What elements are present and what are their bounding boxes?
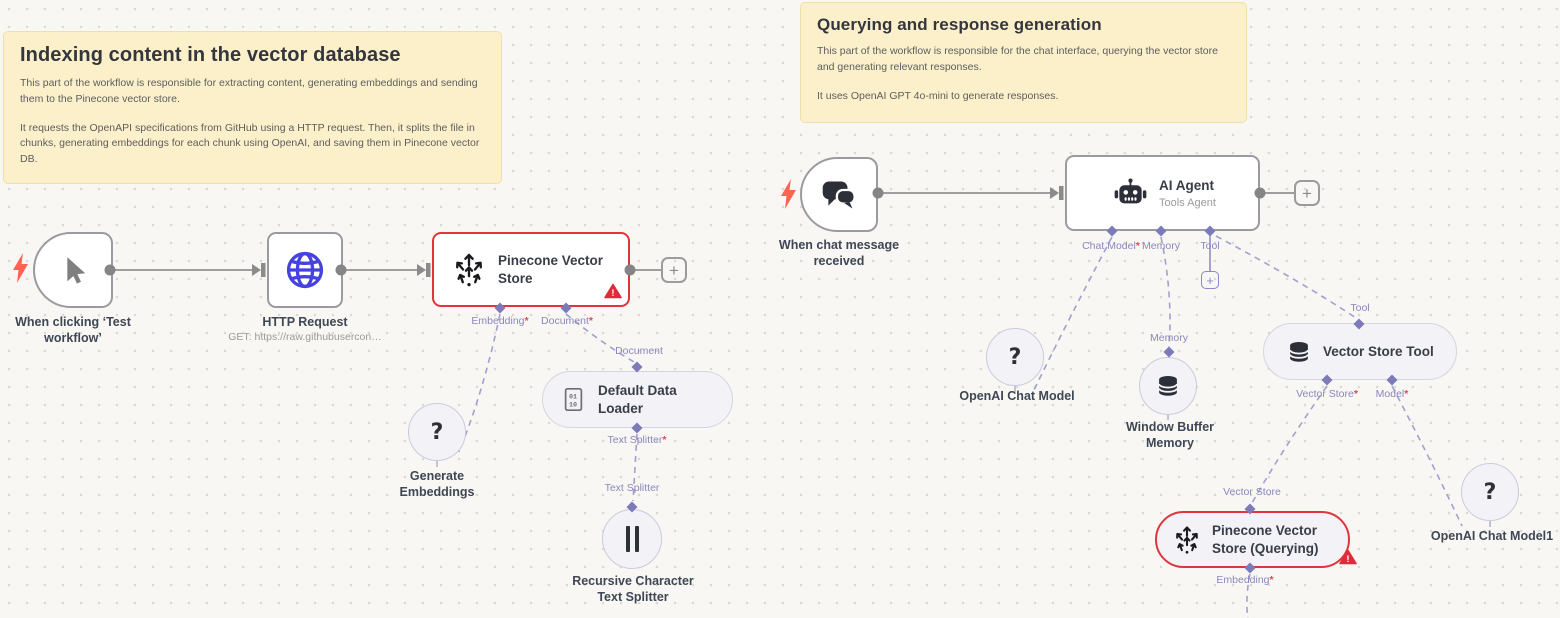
text-splitter-icon xyxy=(625,526,639,552)
input-endpoint[interactable] xyxy=(1059,186,1064,200)
node-title: Pinecone Vector Store (Querying) xyxy=(1212,522,1319,556)
node-label-window-buffer-memory: Window Buffer Memory xyxy=(1125,420,1215,451)
arrowhead-icon xyxy=(252,264,261,276)
sticky-paragraph: This part of the workflow is responsible… xyxy=(20,77,478,105)
port-label-vector-store-in: Vector Store xyxy=(1223,486,1281,498)
sticky-paragraph: It requests the OpenAPI specifications f… xyxy=(20,121,480,166)
database-icon xyxy=(1289,341,1309,362)
port-label-text-splitter: Text Splitter* xyxy=(607,434,667,446)
node-label-chat-trigger: When chat message received xyxy=(778,238,900,269)
arrowhead-icon xyxy=(1050,187,1059,199)
node-pinecone-vector-store[interactable]: Pinecone Vector Store ! xyxy=(432,232,630,307)
question-icon: ? xyxy=(1483,479,1497,505)
node-default-data-loader[interactable]: 01 10 Default Data Loader xyxy=(542,371,733,428)
node-recursive-text-splitter[interactable] xyxy=(602,509,662,569)
sticky-paragraph: This part of the workflow is responsible… xyxy=(817,45,1218,73)
port-label-memory-in: Memory xyxy=(1150,332,1188,344)
question-icon: ? xyxy=(430,419,444,445)
sticky-paragraph: It uses OpenAI GPT 4o-mini to generate r… xyxy=(817,89,1059,102)
node-subtitle: Tools Agent xyxy=(1159,196,1216,209)
port-label-chat-model: Chat Model* xyxy=(1082,240,1140,252)
trigger-bolt-icon xyxy=(13,253,28,283)
node-title: AI Agent xyxy=(1159,178,1214,194)
port-label-document: Document* xyxy=(541,315,593,327)
sticky-note-indexing[interactable]: Indexing content in the vector database … xyxy=(3,31,502,184)
connection-tool-vst[interactable] xyxy=(1215,235,1357,319)
node-pinecone-querying[interactable]: Pinecone Vector Store (Querying) xyxy=(1155,511,1350,568)
node-label-openai-chat-model: OpenAI Chat Model xyxy=(959,389,1075,403)
node-chat-trigger[interactable] xyxy=(800,157,878,232)
sticky-note-querying[interactable]: Querying and response generation This pa… xyxy=(800,2,1247,123)
trigger-bolt-icon xyxy=(781,179,796,209)
pinecone-icon xyxy=(456,253,482,286)
node-openai-chat-model[interactable]: ? xyxy=(986,328,1044,386)
binary-file-icon: 01 10 xyxy=(564,387,583,412)
chat-icon xyxy=(822,181,856,208)
pinecone-icon xyxy=(1176,525,1198,554)
svg-text:!: ! xyxy=(611,288,614,299)
question-icon: ? xyxy=(1008,344,1022,370)
svg-text:10: 10 xyxy=(569,401,577,409)
node-sublabel-http-request: GET: https://raw.githubusercon… xyxy=(228,331,382,343)
input-endpoint[interactable] xyxy=(261,263,266,277)
robot-icon xyxy=(1114,178,1147,203)
node-vector-store-tool[interactable]: Vector Store Tool xyxy=(1263,323,1457,380)
connection-model-openai1[interactable] xyxy=(1391,385,1463,527)
port-label-tool-in: Tool xyxy=(1350,302,1370,314)
add-tool-button[interactable]: + xyxy=(1201,271,1219,289)
cursor-icon xyxy=(67,257,86,284)
node-window-buffer-memory[interactable] xyxy=(1139,357,1197,415)
port-label-vector-store: Vector Store* xyxy=(1296,388,1358,400)
node-openai-chat-model1[interactable]: ? xyxy=(1461,463,1519,521)
port-label-text-splitter-in: Text Splitter xyxy=(604,482,660,494)
svg-text:!: ! xyxy=(1346,554,1349,565)
node-test-trigger[interactable] xyxy=(33,232,113,308)
node-label-recursive-splitter: Recursive Character Text Splitter xyxy=(572,574,694,605)
port-label-embedding-q: Embedding* xyxy=(1216,574,1274,586)
node-http-request[interactable] xyxy=(267,232,343,308)
port-label-tool: Tool xyxy=(1200,240,1220,252)
port-label-model: Model* xyxy=(1375,388,1409,400)
port-memory-in[interactable] xyxy=(1163,346,1175,358)
add-node-button[interactable]: + xyxy=(1294,180,1320,206)
port-label-embedding: Embedding* xyxy=(471,315,529,327)
sticky-title: Indexing content in the vector database xyxy=(20,44,401,66)
arrowhead-icon xyxy=(417,264,426,276)
connection-chatmodel-openai[interactable] xyxy=(1033,236,1113,391)
port-label-memory: Memory xyxy=(1142,240,1180,252)
input-endpoint[interactable] xyxy=(426,263,431,277)
node-label-test-trigger: When clicking ‘Test workflow’ xyxy=(15,315,131,346)
node-generate-embeddings[interactable]: ? xyxy=(408,403,466,461)
node-title: Pinecone Vector Store xyxy=(498,252,604,286)
warning-icon: ! xyxy=(1339,549,1357,565)
node-title: Vector Store Tool xyxy=(1323,343,1434,359)
node-label-http-request: HTTP Request xyxy=(262,315,348,329)
node-label-openai-chat-model1: OpenAI Chat Model1 xyxy=(1430,529,1554,543)
globe-icon xyxy=(286,251,324,289)
warning-icon: ! xyxy=(604,283,622,299)
port-label-document-in: Document xyxy=(615,345,663,357)
node-ai-agent[interactable]: AI Agent Tools Agent xyxy=(1065,155,1260,231)
sticky-title: Querying and response generation xyxy=(817,15,1102,34)
database-icon xyxy=(1158,376,1178,396)
node-label-generate-embeddings: Generate Embeddings xyxy=(399,469,475,500)
svg-text:01: 01 xyxy=(569,393,577,401)
add-node-button[interactable]: + xyxy=(661,257,687,283)
connection-memory-wbm[interactable] xyxy=(1160,236,1171,348)
node-title: Default Data Loader xyxy=(598,382,677,416)
